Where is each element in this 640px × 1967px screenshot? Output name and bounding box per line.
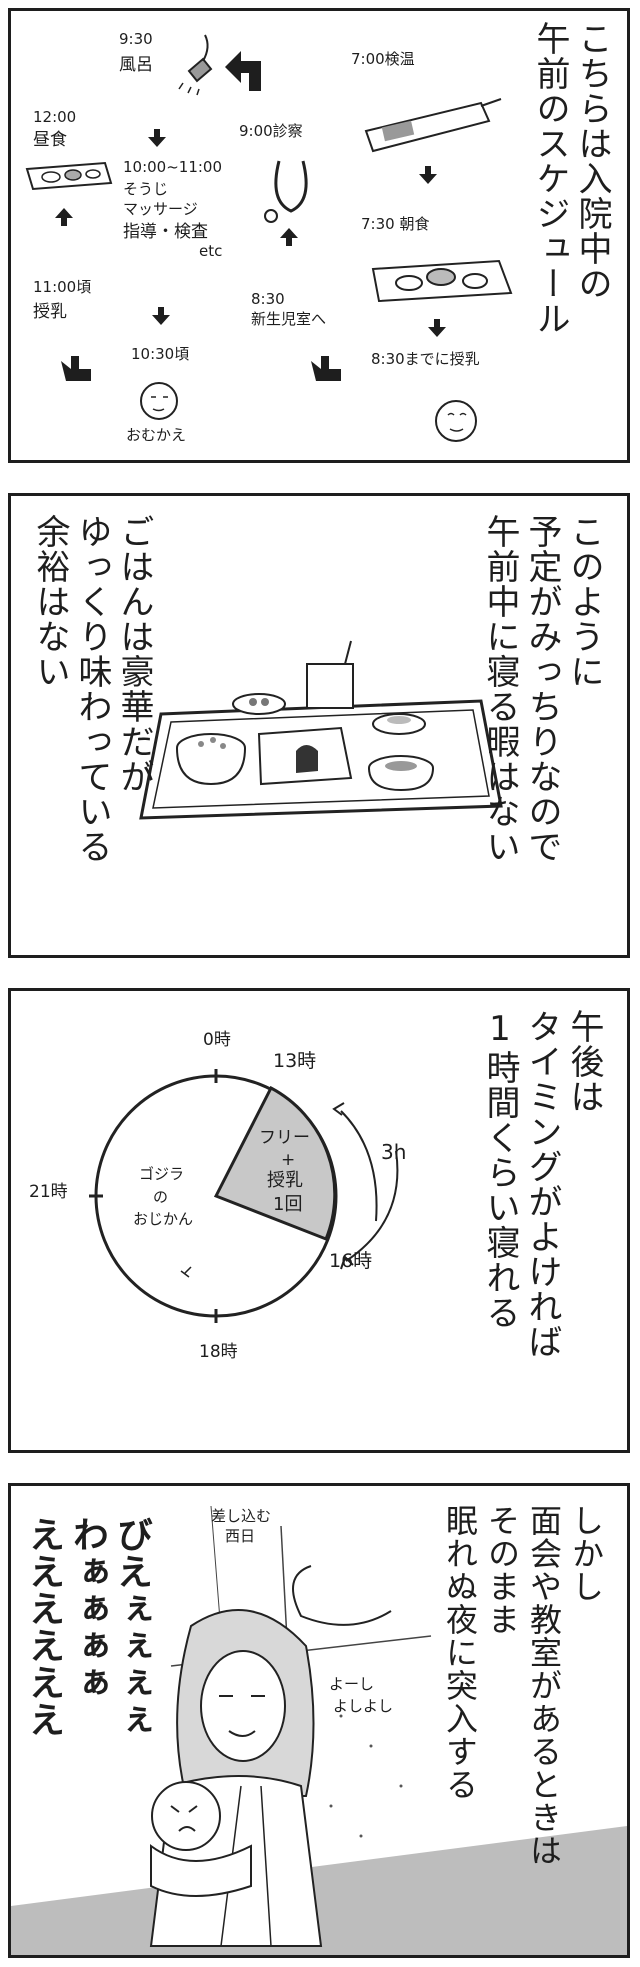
note-label-3: おじかん (133, 1210, 194, 1228)
time-1030: おむかえ (126, 426, 187, 444)
cry-text: びえぇぇぇぇ わぁぁぁぁ ええええええ (23, 1516, 152, 1738)
free-label-3: 授乳 (267, 1170, 303, 1191)
panel-clock: 0時 13時 16時 18時 21時 3h フリー + 授乳 1回 ゴジラ の … (8, 988, 630, 1453)
flow-arrows (55, 51, 446, 381)
meal-tray-drawing (139, 640, 503, 820)
panel1-caption: こちらは入院中の 午前のスケジュール (530, 21, 612, 336)
label-13: 13時 (273, 1050, 317, 1072)
free-sector (213, 1085, 337, 1241)
soothe-text-2: よしよし (333, 1697, 394, 1715)
label-3h: 3h (381, 1140, 407, 1164)
panel-meal: このように 予定がみっちりなので 午前中に寝る暇はない ごはんは豪華だが ゆっく… (8, 493, 630, 958)
time-1000-massage: マッサージ (123, 200, 198, 218)
mother-figure (149, 1609, 323, 1947)
panel2-caption-left: ごはんは豪華だが ゆっくり味わっている 余裕はない (30, 514, 154, 864)
time-0900: 9:00診察 (239, 122, 303, 140)
free-label-4: 1回 (273, 1194, 303, 1215)
free-label-2: + (281, 1150, 296, 1170)
person-head-icon (140, 382, 178, 420)
label-0: 0時 (203, 1030, 231, 1050)
note-label-2: の (153, 1188, 169, 1206)
sign-text-2: 西日 (225, 1527, 256, 1545)
stethoscope-icon (264, 160, 308, 223)
baby-face-icon (435, 400, 477, 442)
note-label-1: ゴジラ (139, 1165, 185, 1183)
time-0830-nursery-time: 8:30 (251, 290, 285, 308)
panel3-caption: 午後は タイミングがよければ 1時間くらい寝れる (480, 1009, 604, 1359)
time-1200-time: 12:00 (33, 108, 77, 126)
soothe-text-1: よーし (329, 1675, 375, 1693)
panel2-caption-right: このように 予定がみっちりなので 午前中に寝る暇はない (480, 514, 604, 864)
day-clock-chart (89, 1069, 399, 1323)
time-0830-nursery: 新生児室へ (251, 310, 327, 328)
time-1100: 授乳 (33, 302, 67, 322)
thermometer-icon (364, 98, 502, 153)
crying-baby (150, 1781, 252, 1897)
meal-tray-icon (139, 640, 503, 820)
time-0830: 8:30までに授乳 (371, 350, 480, 368)
night-scene-drawing (11, 1505, 627, 1955)
panel4-caption: しかし 面会や教室があるときは そのまま 眠れぬ夜に突入する (441, 1504, 605, 1867)
panel-schedule: こちらは入院中の 午前のスケジュール 7:00検温 7:30 朝食 8:30まで… (8, 8, 630, 463)
time-1100-time: 11:00頃 (33, 278, 92, 296)
clock-drawing (89, 1069, 399, 1323)
time-1000-time: 10:00~11:00 (123, 158, 223, 176)
lunch-tray-icon (25, 161, 113, 191)
label-16: 16時 (329, 1250, 373, 1272)
label-21: 21時 (29, 1182, 68, 1202)
panel-night: 差し込む 西日 よーし よしよし びえぇぇぇぇ わぁぁぁぁ ええええええ しかし… (8, 1483, 630, 1958)
time-0700: 7:00検温 (351, 50, 415, 68)
time-1000-cleaning: そうじ (123, 180, 169, 198)
breakfast-tray-icon (371, 259, 513, 303)
time-1000-etc: etc (199, 242, 223, 260)
free-label-1: フリー (259, 1128, 310, 1148)
time-1030-time: 10:30頃 (131, 345, 190, 363)
label-18: 18時 (199, 1342, 238, 1362)
time-0730: 7:30 朝食 (361, 215, 430, 233)
schedule-drawing (25, 34, 513, 442)
time-0930: 風呂 (119, 55, 153, 75)
time-1000-guidance: 指導・検査 (123, 222, 208, 242)
time-1200: 昼食 (33, 130, 67, 150)
time-0930-time: 9:30 (119, 30, 153, 48)
sign-text-1: 差し込む (211, 1507, 272, 1525)
shower-icon (178, 34, 213, 96)
